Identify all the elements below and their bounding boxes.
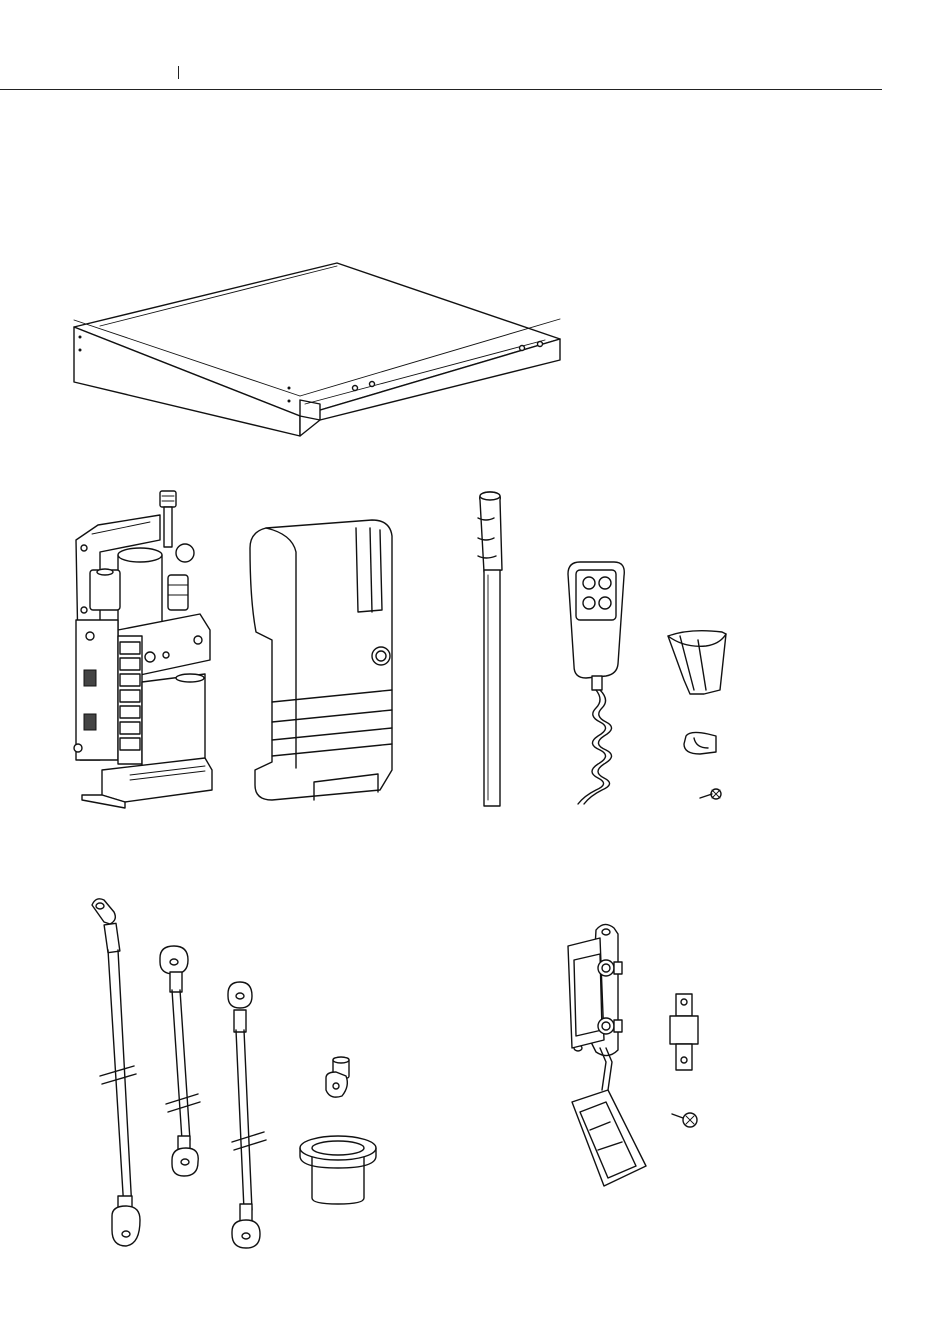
- cable-lug-icon: [326, 1057, 349, 1097]
- holder-bracket-icon: [668, 631, 726, 694]
- fuse-icon: [670, 994, 698, 1070]
- pump-cover-icon: [250, 520, 392, 800]
- handle-bar-icon: [478, 492, 502, 806]
- hydraulic-pump-icon: [74, 491, 212, 808]
- screw-icon: [672, 1113, 697, 1127]
- remote-control-icon: [568, 562, 624, 804]
- screw-icon: [700, 789, 721, 799]
- clip-icon: [684, 732, 716, 754]
- grommet-icon: [300, 1136, 376, 1204]
- battery-cable-icon: [92, 899, 266, 1248]
- tray-cover-icon: [74, 263, 560, 436]
- fuse-holder-icon: [568, 924, 646, 1186]
